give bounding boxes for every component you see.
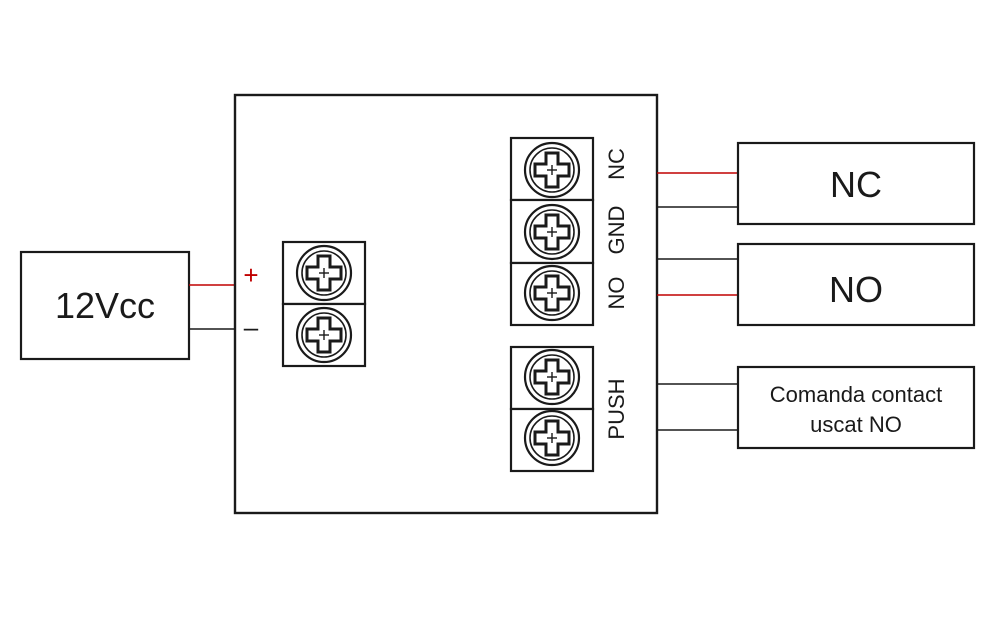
- relay-terminal-block: [509, 136, 595, 327]
- plus-sign: +: [243, 260, 258, 290]
- no-output: NO: [736, 242, 976, 327]
- nc-output-label: NC: [830, 164, 882, 205]
- power-supply: 12Vcc: [19, 250, 191, 361]
- screw-terminal-icon: [295, 306, 353, 364]
- no-output-box: [736, 242, 976, 327]
- push-output: Comanda contact uscat NO: [736, 365, 976, 450]
- nc-output: NC: [736, 141, 976, 226]
- screw-terminal-icon: [523, 409, 581, 467]
- terminal-label-gnd: GND: [604, 206, 629, 255]
- power-supply-box: [19, 250, 191, 361]
- no-output-label: NO: [829, 269, 883, 310]
- power-terminal-block: [281, 240, 367, 368]
- nc-output-box: [736, 141, 976, 226]
- push-output-label-line2: uscat NO: [810, 412, 902, 437]
- screw-terminal-icon: [523, 141, 581, 199]
- terminal-label-no: NO: [604, 277, 629, 310]
- screw-terminal-icon: [295, 244, 353, 302]
- power-supply-label: 12Vcc: [55, 285, 155, 326]
- terminal-label-push: PUSH: [604, 378, 629, 439]
- screw-terminal-icon: [523, 264, 581, 322]
- push-terminal-block: [509, 345, 595, 473]
- push-output-label-line1: Comanda contact: [770, 382, 942, 407]
- push-output-box: [736, 365, 976, 450]
- minus-sign: –: [244, 312, 259, 342]
- screw-terminal-icon: [523, 203, 581, 261]
- screw-terminal-icon: [523, 348, 581, 406]
- terminal-label-nc: NC: [604, 148, 629, 180]
